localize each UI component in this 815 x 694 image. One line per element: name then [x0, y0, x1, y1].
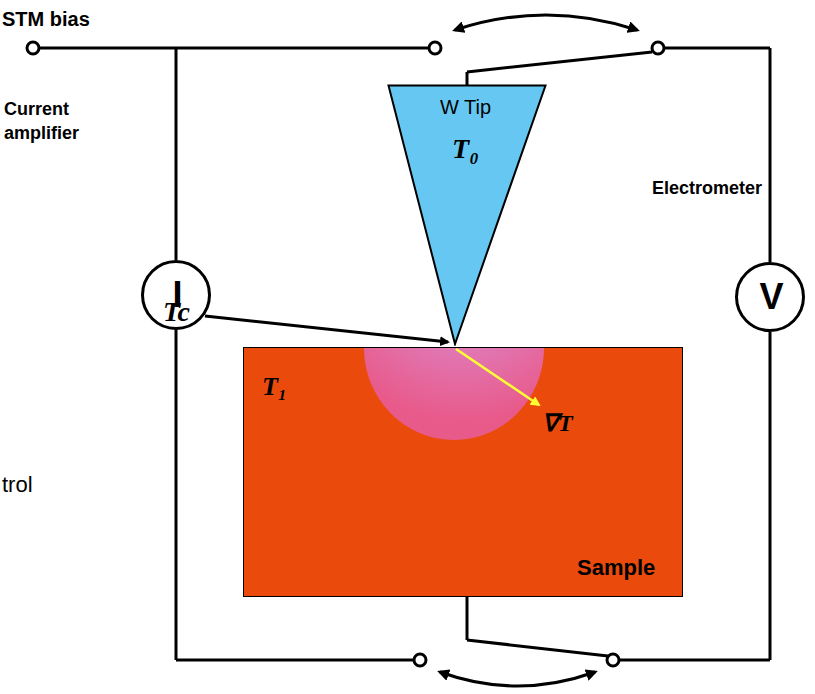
sample-block: T₁ ∇T Sample — [243, 347, 683, 597]
gradient-symbol: ∇T — [542, 410, 573, 436]
temperature-symbol: T₁ — [262, 373, 287, 402]
tip-triangle: W TipT₀ — [387, 84, 547, 346]
voltage-meter: V — [735, 262, 805, 332]
instrument-label: Current amplifier — [4, 97, 124, 146]
cut-text: trol — [2, 470, 33, 500]
temperature-symbol: T₀ — [452, 134, 479, 165]
instrument-label: Electrometer — [652, 176, 762, 200]
terminal-label: STM bias — [2, 6, 90, 33]
leader-arrow — [205, 316, 448, 342]
tip-outline — [387, 84, 547, 346]
tip-label: W Tip — [440, 96, 491, 118]
temperature-label: Tc — [163, 293, 190, 331]
sample-label: Sample — [577, 556, 655, 580]
meter-symbol: V — [759, 277, 783, 317]
